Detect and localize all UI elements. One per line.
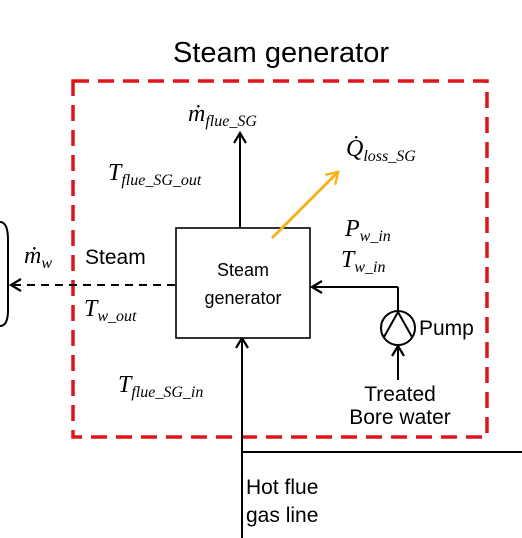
treated-water-label-line1: Treated	[364, 383, 436, 406]
label-t-flue-sg-in: Tflue_SG_in	[118, 372, 203, 401]
treated-water-label-line2: Bore water	[349, 406, 451, 429]
label-q-loss-sg: Q̇loss_SG	[346, 136, 416, 165]
label-m-w: ṁw	[24, 243, 52, 272]
steam-generator-label-line1: Steam	[217, 260, 269, 280]
label-t-flue-sg-out: Tflue_SG_out	[108, 160, 202, 189]
label-t-w-in: Tw_in	[341, 247, 385, 276]
heat-loss-arrow	[270, 172, 338, 240]
storage-tank	[0, 221, 9, 327]
steam-generator-box	[175, 227, 311, 339]
steam-generator-label-line2: generator	[204, 288, 281, 308]
hot-flue-gas-label-line1: Hot flue	[246, 476, 318, 499]
label-p-w-in: Pw_in	[344, 216, 391, 245]
diagram-title: Steam generator	[173, 37, 389, 69]
hot-flue-gas-label-line2: gas line	[246, 504, 318, 527]
system-boundary	[71, 79, 489, 439]
pump-label: Pump	[419, 317, 474, 340]
label-t-w-out: Tw_out	[84, 296, 137, 325]
pump-symbol-icon	[380, 309, 416, 346]
steam-label: Steam	[85, 246, 146, 269]
label-m-flue-sg: ṁflue_SG	[188, 101, 257, 130]
